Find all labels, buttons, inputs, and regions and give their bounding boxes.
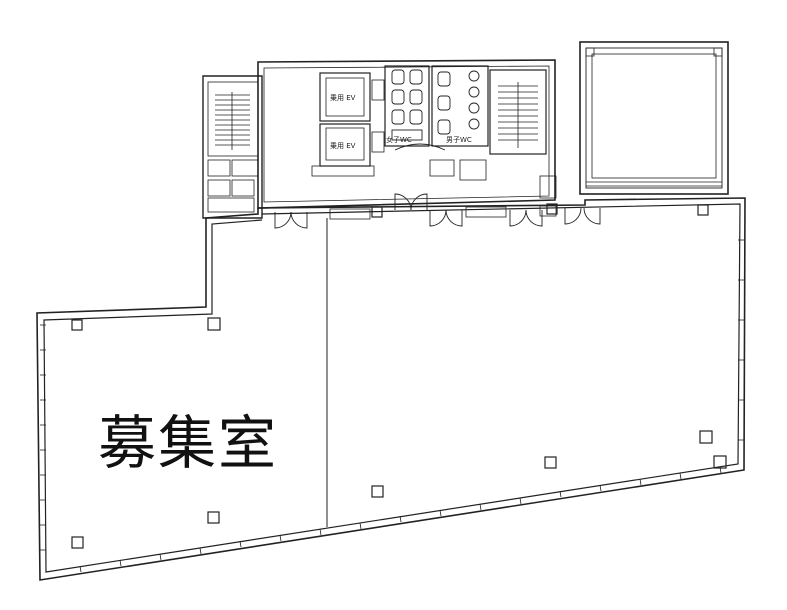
office-outer-wall bbox=[36, 197, 746, 581]
left-curtain-wall bbox=[40, 324, 46, 551]
right-stair bbox=[489, 69, 547, 155]
core-outline bbox=[257, 59, 556, 209]
left-stair-block bbox=[202, 75, 263, 219]
void-outer bbox=[579, 41, 729, 195]
bottom-curtain-wall bbox=[79, 466, 722, 573]
doors bbox=[274, 193, 601, 229]
left-stair-treads bbox=[215, 92, 250, 150]
right-curtain-wall bbox=[738, 239, 744, 441]
toilet-fixtures bbox=[391, 69, 480, 141]
elevator-label-1: 乗用 EV bbox=[330, 93, 356, 102]
mens-toilet bbox=[431, 65, 489, 147]
elevator-label-2: 乗用 EV bbox=[330, 141, 356, 150]
elevator-shaft-1 bbox=[319, 72, 371, 122]
womens-toilet-label: 女子WC bbox=[386, 135, 412, 144]
vacancy-room-label: 募集室 bbox=[98, 409, 279, 477]
office-inner-wall bbox=[43, 203, 741, 573]
mens-toilet-label: 男子WC bbox=[446, 136, 472, 144]
structural-columns bbox=[71, 203, 727, 549]
